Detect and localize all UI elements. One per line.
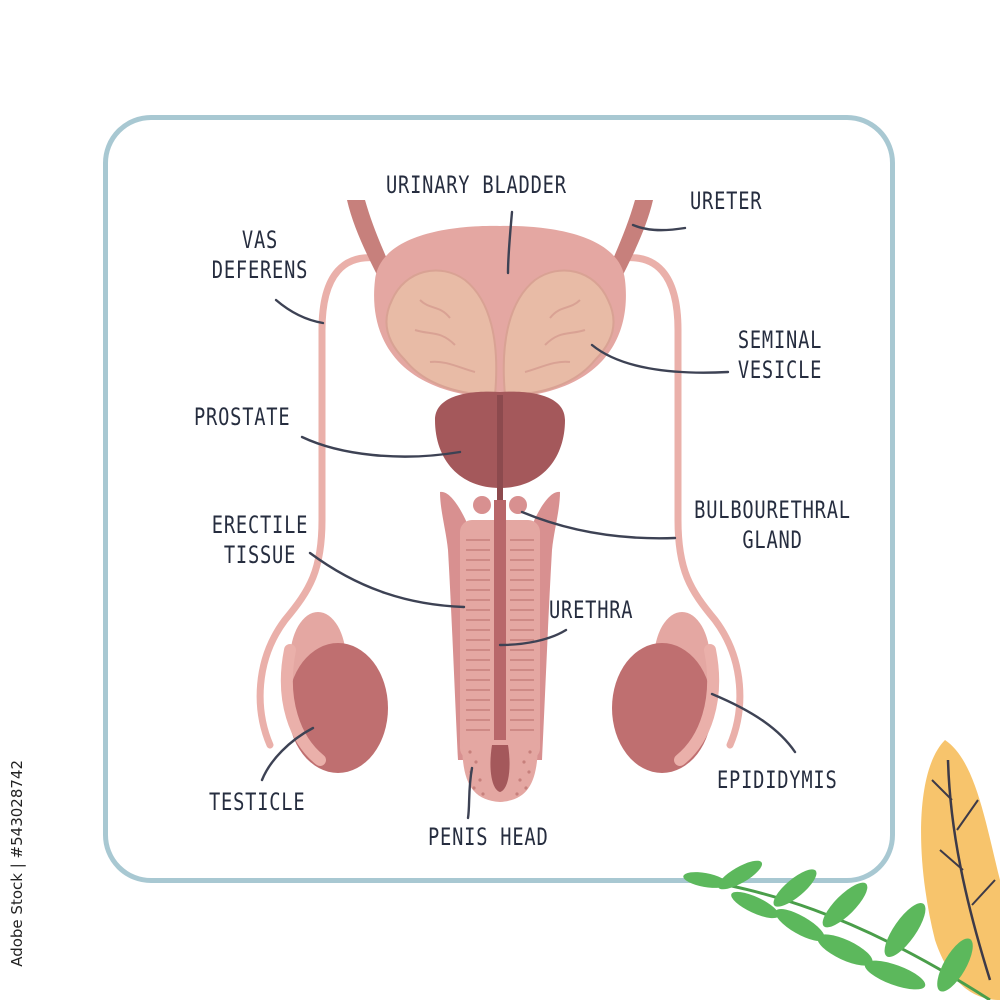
label-urethra: URETHRA (549, 596, 634, 624)
label-bulbourethral-line1: BULBOURETHRAL (694, 496, 851, 524)
label-seminal-vesicle-line2: VESICLE (737, 356, 823, 384)
label-penis-head: PENIS HEAD (428, 823, 549, 851)
label-bulbourethral-line2: GLAND (742, 526, 803, 554)
label-bulbourethral-gland: BULBOURETHRAL GLAND (693, 495, 853, 555)
bulbourethral-gland-shapes (473, 496, 527, 514)
testicle-shapes (280, 612, 720, 773)
label-ureter: URETER (690, 187, 763, 215)
label-vas-deferens: VAS DEFERENS (198, 225, 323, 285)
penis-head-shape (462, 740, 538, 802)
label-prostate: PROSTATE (194, 403, 291, 431)
vas-deferens (256, 254, 744, 749)
label-erectile-tissue: ERECTILE TISSUE (202, 510, 319, 570)
label-erectile-tissue-line2: TISSUE (223, 541, 297, 569)
label-vas-deferens-line1: VAS (241, 226, 279, 254)
label-urinary-bladder: URINARY BLADDER (386, 171, 567, 199)
erectile-tissue-shapes (440, 491, 560, 770)
urethra-upper (497, 395, 503, 500)
label-erectile-tissue-line1: ERECTILE (211, 511, 309, 539)
stock-watermark-id: Adobe Stock | #543028742 (8, 760, 26, 967)
label-epididymis: EPIDIDYMIS (717, 766, 838, 794)
decorative-plant (683, 740, 1000, 1000)
label-vas-deferens-line2: DEFERENS (211, 256, 309, 284)
label-testicle: TESTICLE (209, 788, 306, 816)
label-seminal-vesicle: SEMINAL VESICLE (722, 325, 839, 385)
label-seminal-vesicle-line1: SEMINAL (737, 326, 823, 354)
leader-lines (260, 210, 797, 820)
